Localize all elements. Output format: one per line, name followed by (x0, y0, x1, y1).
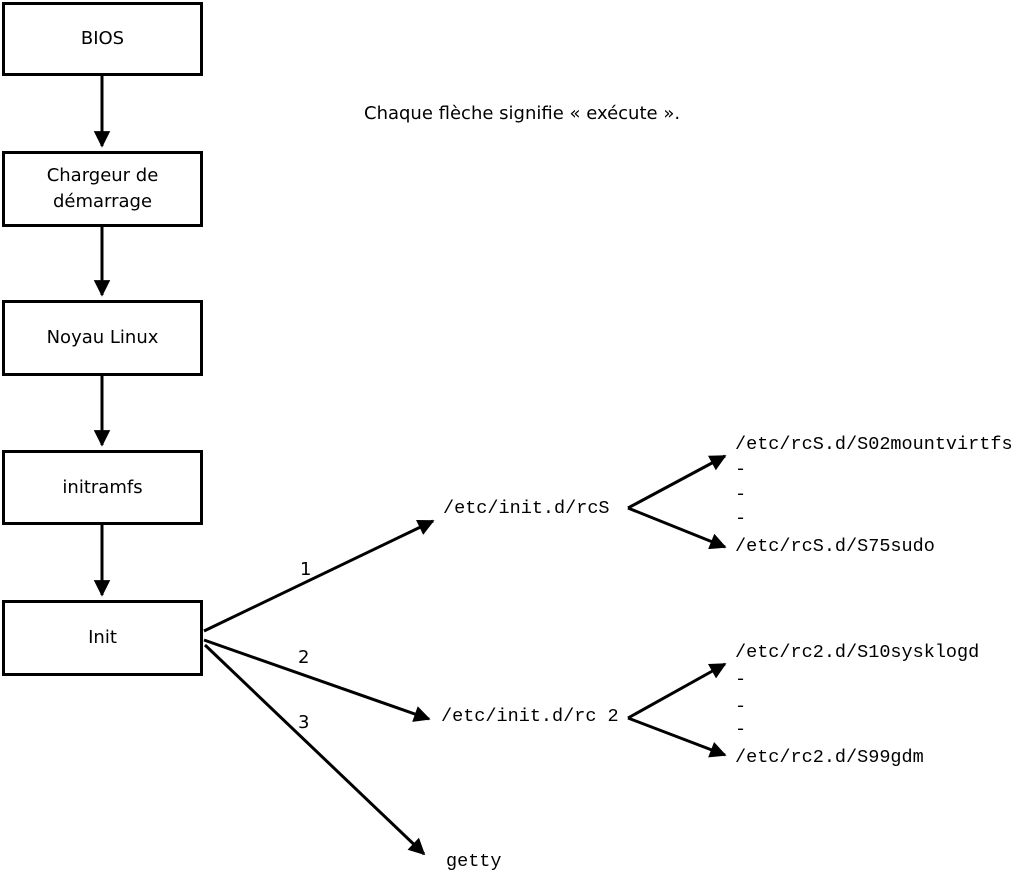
script-s75sudo: /etc/rcS.d/S75sudo (735, 536, 935, 557)
arrow-rcs-to-s75 (627, 506, 727, 550)
target-etc-init-d-rc2: /etc/init.d/rc 2 (441, 706, 619, 727)
branch-order-2: 2 (298, 647, 310, 668)
flow-box-init-label: Init (88, 627, 117, 648)
script-s02mountvirtfs: /etc/rcS.d/S02mountvirtfs (735, 434, 1013, 455)
flow-box-bios: BIOS (2, 2, 203, 76)
branch-order-1: 1 (300, 559, 312, 580)
arrow-rc2-to-s99 (627, 716, 727, 758)
arrow-init-to-rcs (203, 519, 435, 633)
ellipsis-dash: - (735, 719, 747, 740)
target-getty: getty (446, 851, 502, 872)
legend-note: Chaque flèche signifie « exécute ». (364, 103, 681, 124)
flow-box-bios-label: BIOS (80, 28, 125, 49)
ellipsis-dash: - (735, 459, 747, 480)
ellipsis-dash: - (735, 484, 747, 505)
arrow-rc2-to-s10 (627, 662, 727, 720)
arrow-init-to-getty (203, 643, 426, 856)
flow-box-initramfs: initramfs (2, 450, 203, 525)
flow-box-init: Init (2, 600, 203, 676)
ellipsis-dash: - (735, 669, 747, 690)
script-s99gdm: /etc/rc2.d/S99gdm (735, 747, 924, 768)
flow-box-chargeur-de-demarrage: Chargeur de démarrage (2, 151, 203, 227)
flow-box-noyau-linux-label: Noyau Linux (46, 327, 159, 348)
script-s10sysklogd: /etc/rc2.d/S10sysklogd (735, 642, 980, 663)
target-etc-init-d-rcs: /etc/init.d/rcS (443, 498, 610, 519)
branch-order-3: 3 (298, 712, 310, 733)
arrow-rcs-to-s02 (627, 454, 727, 510)
flow-box-chargeur-de-demarrage-label: Chargeur de démarrage (46, 165, 159, 212)
ellipsis-dash: - (735, 696, 747, 717)
flow-box-initramfs-label: initramfs (62, 476, 143, 498)
arrow-init-to-rc2 (203, 638, 431, 722)
ellipsis-dash: - (735, 508, 747, 529)
flow-box-noyau-linux: Noyau Linux (2, 300, 203, 376)
